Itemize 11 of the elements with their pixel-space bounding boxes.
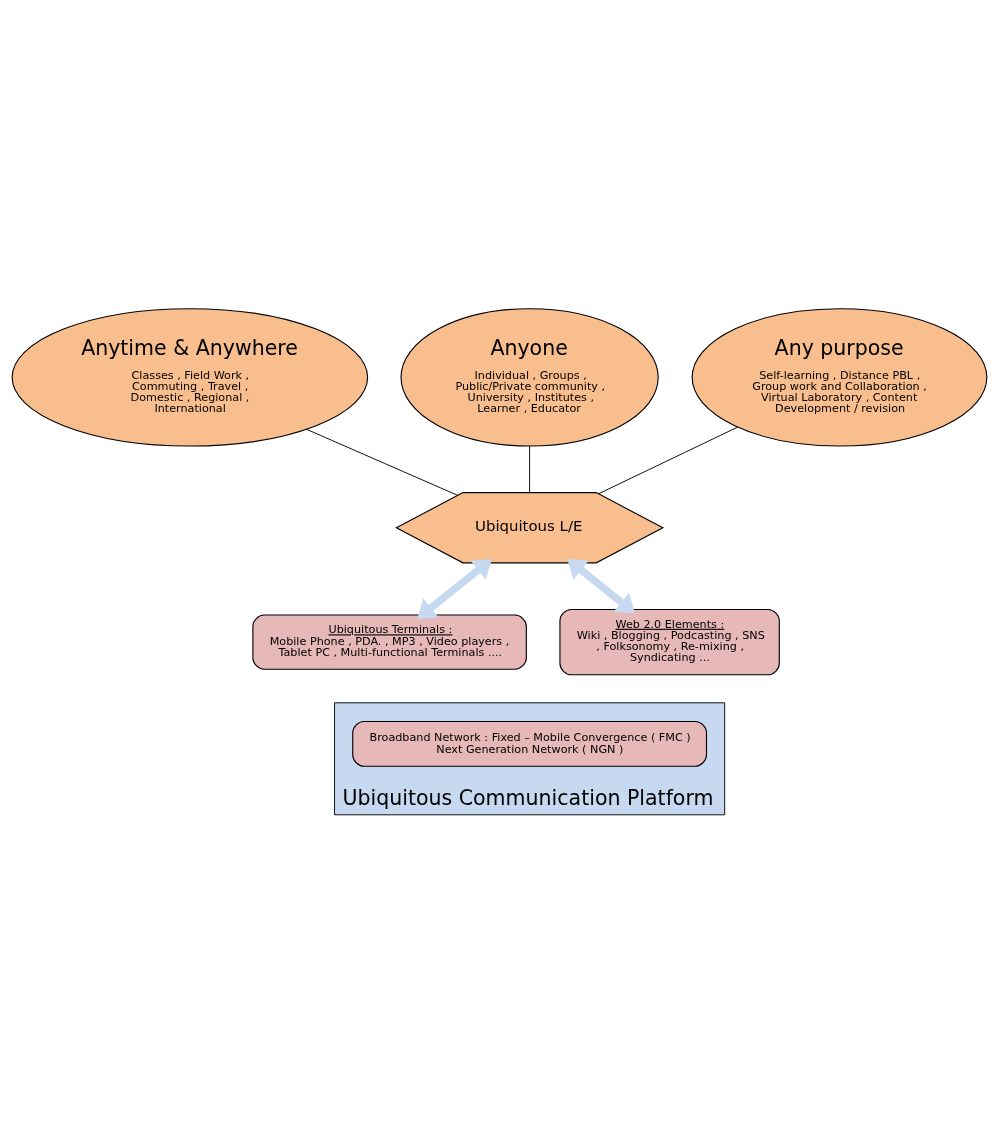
node-box: Broadband Network : Fixed – Mobile Convergence ( FMC ) Next Generation Network ( NGN ) xyxy=(352,720,708,767)
connector xyxy=(598,426,739,494)
arrow xyxy=(567,558,636,613)
connector xyxy=(305,428,459,496)
node-box: Web 2.0 Elements : Wiki , Blogging , Podcasting , SNS , Folksonomy , Re-mixing , Syndicating ... xyxy=(559,608,780,675)
node-box: Ubiquitous Terminals : Mobile Phone , PDA. , MP3 , Video players , Tablet PC , Multi-functional Terminals .... xyxy=(252,614,527,670)
node-ellipse: Anyone Individual , Groups , Public/Private community , University , Institutes , Learner , Educator xyxy=(400,307,659,447)
arrow xyxy=(417,558,492,619)
node-ellipse: Anytime & Anywhere Classes , Field Work , Commuting , Travel , Domestic , Regional , International xyxy=(11,307,369,447)
node-ellipse: Any purpose Self-learning , Distance PBL , Group work and Collaboration , Virtual Laboratory , Content Development / revision xyxy=(691,307,988,447)
connector xyxy=(529,445,531,493)
